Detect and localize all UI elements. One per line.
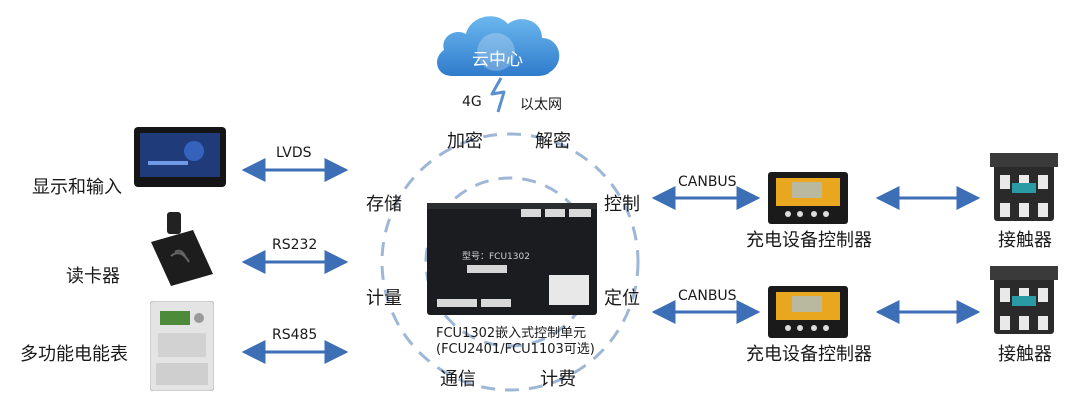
tablet-display-icon	[134, 127, 226, 187]
function-meter: 计量	[366, 288, 402, 309]
cloud-icon	[437, 16, 560, 76]
contactor-label-1: 接触器	[998, 230, 1052, 251]
function-store: 存储	[366, 194, 402, 215]
function-locate: 定位	[604, 288, 640, 309]
link-label-lvds: LVDS	[276, 145, 312, 161]
controller-caption-1: FCU1302嵌入式控制单元	[436, 326, 587, 341]
contactor-label-2: 接触器	[998, 344, 1052, 365]
function-control: 控制	[604, 194, 640, 215]
link-label-rs232: RS232	[272, 237, 318, 253]
card-reader-icon	[151, 212, 213, 286]
link-label-rs485: RS485	[272, 327, 318, 343]
function-comm: 通信	[440, 369, 476, 390]
lightning-bolt-icon	[490, 77, 506, 113]
left-device-label-display: 显示和输入	[32, 177, 122, 198]
charger-controller-icon-2	[768, 286, 848, 338]
link-label-ethernet: 以太网	[520, 97, 562, 113]
cloud-label: 云中心	[472, 50, 523, 70]
controller-caption-2: (FCU2401/FCU1103可选)	[436, 342, 595, 357]
function-encrypt: 加密	[447, 131, 483, 152]
function-billing: 计费	[540, 369, 576, 390]
charger-label-1: 充电设备控制器	[746, 230, 872, 251]
energy-meter-icon	[150, 301, 214, 391]
left-device-label-card-reader: 读卡器	[66, 266, 120, 287]
outer-ring	[380, 132, 640, 392]
controller-model-plate: 型号：FCU1302	[462, 252, 530, 262]
contactor-icon-2	[990, 266, 1058, 334]
left-device-label-energy-meter: 多功能电能表	[20, 344, 128, 365]
link-label-canbus-1: CANBUS	[678, 174, 737, 190]
link-label-4g: 4G	[462, 94, 482, 110]
function-decrypt: 解密	[535, 131, 571, 152]
charger-label-2: 充电设备控制器	[746, 344, 872, 365]
link-label-canbus-2: CANBUS	[678, 288, 737, 304]
fcu-controller-box	[427, 203, 597, 315]
charger-controller-icon-1	[768, 172, 848, 224]
contactor-icon-1	[990, 153, 1058, 221]
